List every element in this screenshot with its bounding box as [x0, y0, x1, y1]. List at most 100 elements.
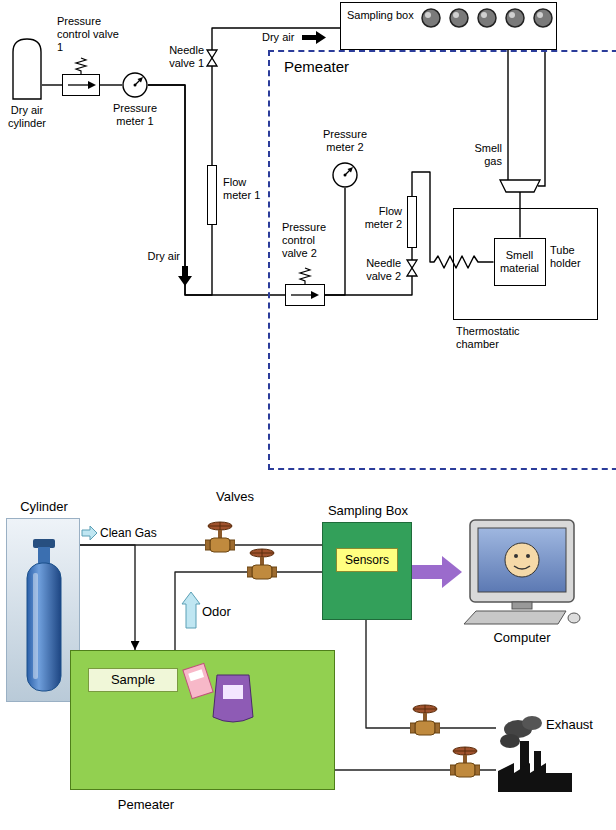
icon-part — [537, 12, 543, 18]
node-label: Sample — [111, 672, 155, 687]
pressure-control-valve-art — [286, 285, 323, 304]
icon-part — [464, 611, 566, 624]
flow-arrow — [302, 31, 326, 44]
pipe-line — [42, 84, 62, 85]
icon-part — [333, 163, 357, 187]
node-label: Pemeater — [284, 58, 404, 76]
node-label: Computer — [462, 630, 582, 645]
part-label: Needle valve 1 — [150, 44, 204, 70]
needle-valve-symbol — [407, 260, 417, 276]
icon-part — [344, 174, 347, 177]
part-label: Needle valve 2 — [351, 257, 401, 283]
node-label: Pemeater — [101, 797, 191, 812]
node-label: Thermostatic chamber — [456, 325, 556, 351]
icon-part — [522, 716, 542, 730]
pressure-gauge-art — [332, 162, 358, 188]
gas-cylinder: Dry air cylinder — [12, 38, 42, 100]
icon-part — [512, 602, 532, 609]
needle-valve-symbol — [207, 50, 217, 66]
pressure-control-valve-art — [63, 75, 98, 94]
icon-part — [33, 539, 55, 548]
part-label: Clean Gas — [100, 526, 170, 540]
pressure-control-valve: Pressure control valve 2 — [285, 284, 325, 306]
gas-arrow — [82, 526, 97, 540]
pipe-line — [325, 188, 345, 295]
node-label: Sampling box — [347, 9, 427, 22]
icon-part — [348, 167, 354, 173]
icon-part — [500, 734, 520, 748]
icon-part — [478, 528, 566, 592]
node-label: Pressure control valve 1 — [57, 15, 119, 54]
icon-part — [134, 84, 137, 87]
node-label: Exhaust — [546, 717, 596, 732]
node-label: Flow meter 1 — [223, 176, 269, 202]
pipe-line — [175, 572, 322, 650]
icon-part — [68, 84, 89, 85]
computer-icon-art — [462, 520, 582, 624]
icon-part — [27, 563, 61, 691]
data-flow-arrow — [412, 565, 442, 579]
valve-icon — [450, 747, 480, 777]
icon-part — [453, 12, 459, 18]
icon-part — [223, 685, 243, 699]
valve-icon — [410, 705, 440, 735]
pipe-line — [100, 84, 122, 85]
icon-part — [213, 675, 253, 722]
node-label: Sampling Box — [308, 503, 428, 518]
node-label: Pressure control valve 2 — [282, 221, 342, 260]
icon-part — [509, 12, 515, 18]
pressure-control-valve: Pressure control valve 1 — [62, 74, 100, 96]
icon-part — [138, 77, 144, 83]
icon-part — [534, 9, 552, 27]
icon-part — [498, 763, 572, 792]
pipe-line — [148, 85, 212, 295]
pipe-line — [538, 50, 545, 186]
icon-part — [478, 9, 496, 27]
pipe-line — [212, 28, 340, 165]
icon-part — [506, 9, 524, 27]
icon-part — [183, 663, 213, 698]
icon-part — [183, 663, 213, 698]
pipe-line — [148, 85, 285, 295]
node-label: Pressure meter 1 — [108, 102, 162, 128]
pipe-line — [80, 545, 135, 650]
spring-symbol — [300, 268, 310, 284]
gas-cylinder-art — [12, 38, 42, 100]
icon-part — [450, 9, 468, 27]
pipe-line — [325, 248, 412, 295]
icon-part — [514, 566, 530, 569]
icon-part — [470, 520, 574, 602]
odor-arrow — [182, 592, 200, 628]
node-label: Dry air cylinder — [0, 104, 56, 130]
pressure-gauge: Pressure meter 2 — [332, 162, 358, 188]
icon-part — [526, 554, 530, 558]
tee-fitting — [500, 180, 540, 192]
pipe-line — [508, 50, 520, 238]
valve-icon — [247, 549, 277, 579]
pressure-gauge: Pressure meter 1 — [122, 72, 148, 98]
part-label: Valves — [205, 489, 265, 504]
part-label: Dry air — [136, 250, 180, 263]
node-label: Smell material — [499, 249, 541, 275]
node-label: Flow meter 2 — [352, 205, 402, 231]
icon-part — [311, 291, 319, 299]
pressure-gauge-art — [122, 72, 148, 98]
flow-meter: Flow meter 2 — [407, 196, 417, 248]
sampling-box: Sampling BoxSensors — [322, 522, 412, 620]
icon-part — [514, 554, 518, 558]
icon-part — [88, 81, 96, 89]
icon-part — [188, 669, 204, 681]
icon-part — [13, 39, 41, 99]
part-label: Smell gas — [458, 142, 502, 168]
gas-cylinder-picture: Cylinder — [6, 518, 80, 702]
icon-part — [38, 547, 50, 565]
icon-part — [422, 9, 440, 27]
icon-part — [481, 12, 487, 18]
sensor-box: Sensors — [336, 548, 398, 572]
valve-icon — [205, 522, 235, 552]
icon-part — [33, 573, 38, 679]
part-label: Tube holder — [550, 244, 594, 270]
flow-meter: Flow meter 1 — [207, 165, 217, 225]
node-label: Pressure meter 2 — [315, 128, 375, 154]
